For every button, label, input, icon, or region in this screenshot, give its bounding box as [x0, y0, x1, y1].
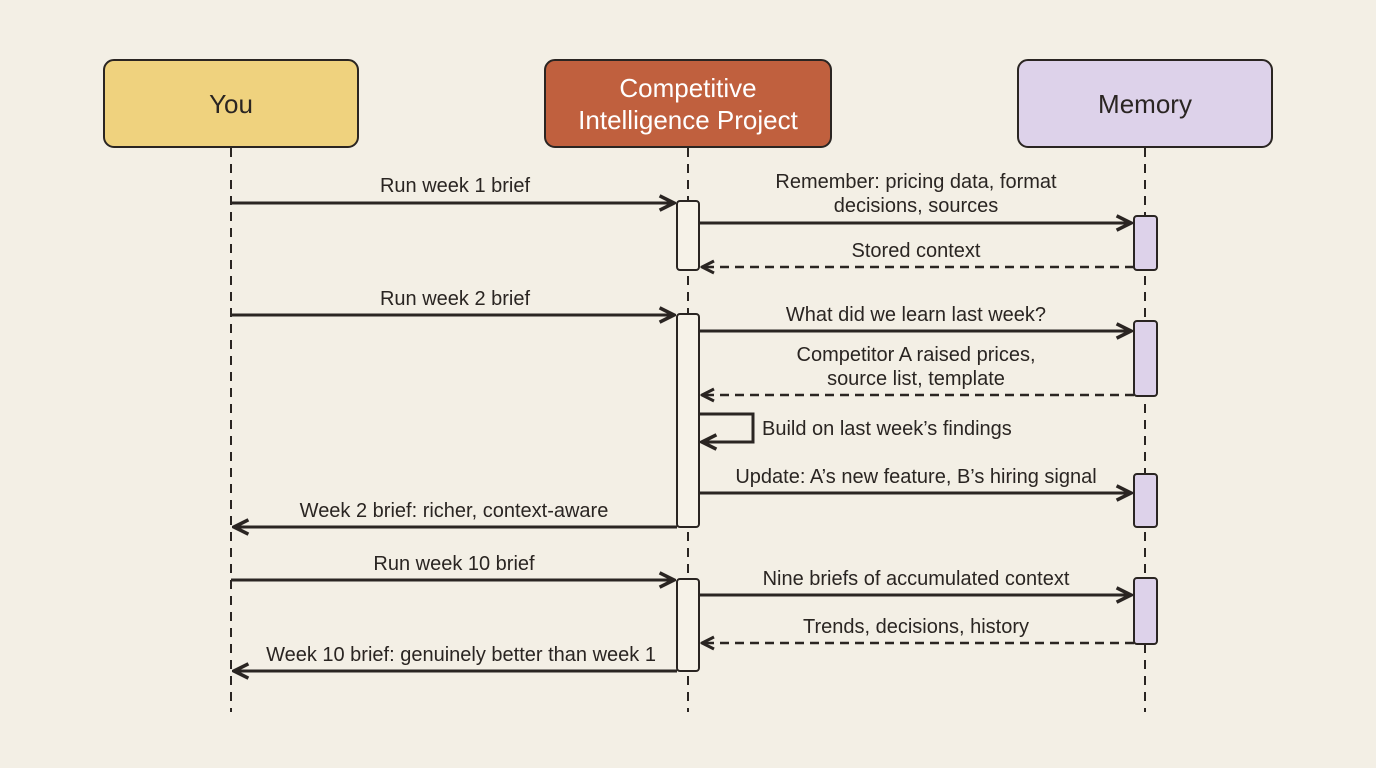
memory-activation-3 [1133, 473, 1158, 528]
memory-activation-4 [1133, 577, 1158, 645]
project-activation-3 [676, 578, 700, 672]
actor-memory-label: Memory [1098, 89, 1192, 119]
message-label-remember-line1: Remember: pricing data, format [775, 171, 1057, 193]
message-label-week-10-brief: Week 10 brief: genuinely better than wee… [266, 644, 656, 666]
message-label-stored-context: Stored context [852, 240, 981, 262]
actor-you-box [103, 59, 359, 148]
memory-activation-1 [1133, 215, 1158, 271]
message-label-remember-line2: decisions, sources [834, 195, 999, 217]
message-label-build-on-findings: Build on last week’s findings [762, 418, 1012, 440]
actor-project-label-line1: Competitive [619, 73, 756, 103]
actor-you-label: You [209, 89, 253, 119]
message-label-nine-briefs: Nine briefs of accumulated context [763, 568, 1070, 590]
project-activation-1 [676, 200, 700, 271]
message-label-competitor-a-line1: Competitor A raised prices, [797, 344, 1036, 366]
memory-activation-2 [1133, 320, 1158, 397]
message-label-competitor-a-line2: source list, template [827, 368, 1005, 390]
message-label-run-week-10: Run week 10 brief [373, 553, 535, 575]
actor-project-label-line2: Intelligence Project [578, 105, 798, 135]
message-label-week-2-brief: Week 2 brief: richer, context-aware [300, 500, 609, 522]
message-label-trends: Trends, decisions, history [803, 616, 1029, 638]
actor-memory: Memory [1017, 59, 1273, 148]
message-label-run-week-1: Run week 1 brief [380, 175, 531, 197]
actor-project: Competitive Intelligence Project [544, 59, 832, 148]
actor-memory-box [1017, 59, 1273, 148]
message-arrow-build-on-findings [699, 412, 755, 442]
project-activation-2 [676, 313, 700, 528]
message-label-what-did-we-learn: What did we learn last week? [786, 304, 1046, 326]
message-label-update: Update: A’s new feature, B’s hiring sign… [735, 466, 1096, 488]
message-label-run-week-2: Run week 2 brief [380, 288, 531, 310]
actor-project-box [544, 59, 832, 148]
actor-you: You [103, 59, 359, 148]
